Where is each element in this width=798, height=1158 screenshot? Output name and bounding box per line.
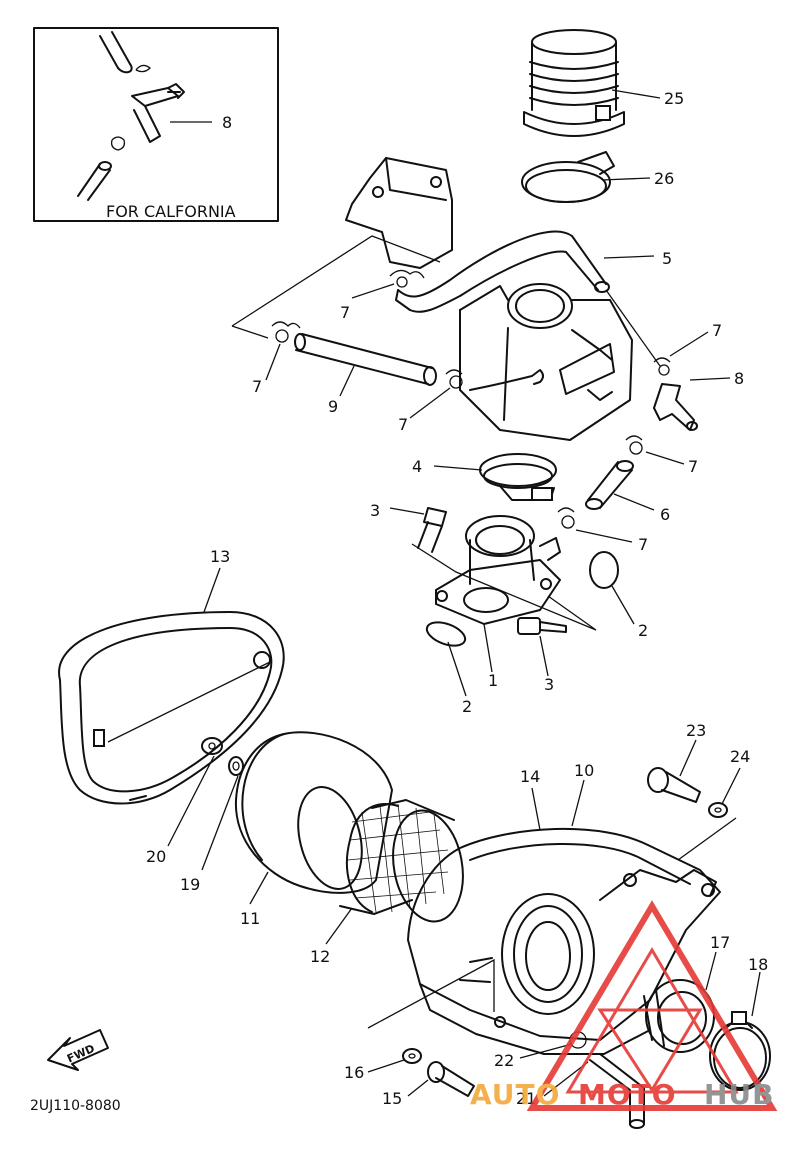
callout-21: 21 <box>516 1089 536 1108</box>
carburetor <box>459 283 633 441</box>
bolt-3-upper <box>417 507 447 553</box>
hose-6 <box>585 460 634 510</box>
watermark-auto: AUTO <box>470 1078 560 1111</box>
bolt-3-lower <box>517 617 567 635</box>
callout-7-f: 7 <box>638 535 648 554</box>
callout-18: 18 <box>748 955 768 974</box>
callout-7-a: 7 <box>340 303 350 322</box>
callout-10: 10 <box>574 761 594 780</box>
leader-lines <box>107 89 761 1097</box>
bolt-15 <box>427 1061 475 1097</box>
callout-2-a: 2 <box>638 621 648 640</box>
callout-9: 9 <box>328 397 338 416</box>
o-rings-2 <box>425 551 619 647</box>
callout-25: 25 <box>664 89 684 108</box>
breather-hose-5 <box>395 230 610 313</box>
callout-19: 19 <box>180 875 200 894</box>
callout-7-e: 7 <box>688 457 698 476</box>
callout-14: 14 <box>520 767 540 786</box>
breather-box <box>345 157 453 269</box>
callout-3-b: 3 <box>544 675 554 694</box>
fwd-label: FWD <box>65 1042 97 1066</box>
inset-t-joint <box>131 87 181 143</box>
watermark-triangle <box>526 900 778 1111</box>
callout-numbers: 25 26 5 7 7 9 7 7 8 7 4 3 6 7 2 1 3 2 13… <box>146 89 768 1108</box>
fwd-direction-marker: FWD <box>47 1029 109 1071</box>
washer-16 <box>402 1048 422 1064</box>
washer-24 <box>708 802 728 818</box>
callout-1: 1 <box>488 671 498 690</box>
hose-9 <box>294 333 437 386</box>
callout-3-a: 3 <box>370 501 380 520</box>
watermark-hub: HUB <box>704 1078 775 1111</box>
callout-20: 20 <box>146 847 166 866</box>
hose-clamp-18 <box>709 1011 771 1091</box>
watermark-logo: AUTO MOTO HUB <box>470 900 778 1111</box>
t-joint-8 <box>653 383 698 431</box>
filter-cage-12 <box>339 799 464 923</box>
callout-16: 16 <box>344 1063 364 1082</box>
intake-joint-25 <box>523 29 625 137</box>
callout-15: 15 <box>382 1089 402 1108</box>
hose-clips-7 <box>271 269 671 529</box>
callout-26: 26 <box>654 169 674 188</box>
inset-clip-lower <box>110 136 126 151</box>
callout-7-c: 7 <box>398 415 408 434</box>
callout-17: 17 <box>710 933 730 952</box>
callout-23: 23 <box>686 721 706 740</box>
cover-13 <box>58 611 285 805</box>
callout-12: 12 <box>310 947 330 966</box>
callout-11: 11 <box>240 909 260 928</box>
air-filter-element-11 <box>234 731 393 894</box>
callout-2-b: 2 <box>462 697 472 716</box>
callout-8: 8 <box>734 369 744 388</box>
callout-4: 4 <box>412 457 422 476</box>
washer-19 <box>228 756 244 776</box>
bolt-23 <box>647 767 701 803</box>
callout-6: 6 <box>660 505 670 524</box>
inset-caption: FOR CALFORNIA <box>106 202 236 221</box>
clamp-4 <box>479 453 557 501</box>
callout-13: 13 <box>210 547 230 566</box>
hose-clamp-26 <box>521 151 615 203</box>
carb-joint-1 <box>435 515 561 625</box>
watermark-moto: MOTO <box>578 1078 677 1111</box>
inset-hose-clip <box>135 64 151 73</box>
callout-7-b: 7 <box>252 377 262 396</box>
callout-22: 22 <box>494 1051 514 1070</box>
drawing-code: 2UJ110-8080 <box>30 1098 121 1114</box>
california-inset: FOR CALFORNIA 8 <box>33 27 279 222</box>
callout-8-inset: 8 <box>222 113 232 132</box>
callout-24: 24 <box>730 747 750 766</box>
air-box-case <box>407 827 721 1055</box>
callout-7-d: 7 <box>712 321 722 340</box>
drain-hose-21 <box>589 1053 645 1129</box>
screw-20 <box>201 737 223 755</box>
callout-5: 5 <box>662 249 672 268</box>
